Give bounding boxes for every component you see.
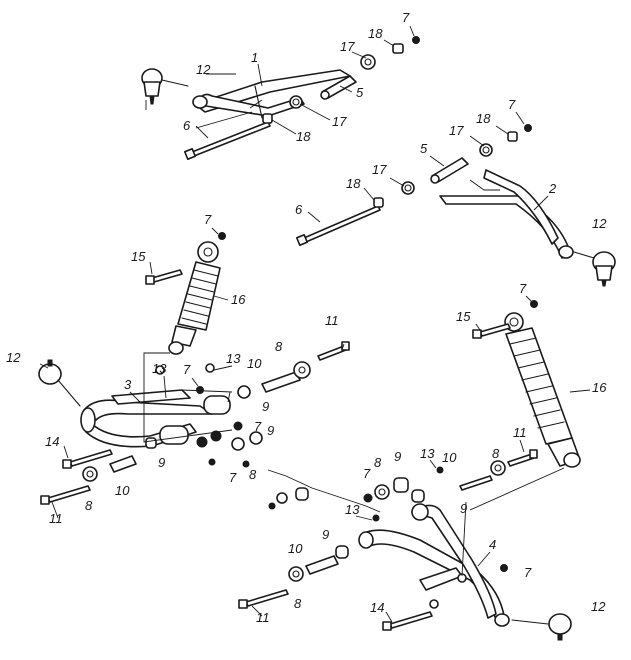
callout-7-f: 7 [254,419,262,434]
callout-labels: 1 2 3 4 5 5 6 6 7 7 7 7 7 7 7 7 7 8 8 8 … [6,10,607,625]
callout-5-b: 5 [420,141,428,156]
callout-17-d: 17 [372,162,387,177]
callout-18-d: 18 [346,176,361,191]
lower-a-arm-4 [358,503,510,627]
callout-8-a: 8 [275,339,283,354]
callout-7-h: 7 [363,466,371,481]
callout-14-a: 14 [45,434,59,449]
callout-17-c: 17 [449,123,464,138]
callout-12-a: 12 [196,62,211,77]
bushing-sleeve-5-right [430,157,469,184]
callout-15-a: 15 [131,249,146,264]
callout-11-b: 11 [513,425,527,440]
bushing-sleeve-5-left [320,75,357,100]
callout-5-a: 5 [356,85,364,100]
callout-7-e: 7 [183,362,191,377]
lower-a-arm-3 [80,363,231,448]
callout-8-c: 8 [85,498,93,513]
callout-10-b: 10 [115,483,130,498]
callout-3: 3 [124,377,132,392]
callout-16-a: 16 [231,292,246,307]
callout-10-a: 10 [247,356,262,371]
ball-joint-12-top-left [141,68,189,105]
shock-absorber-16-right [472,300,581,468]
callout-18-a: 18 [368,26,383,41]
callout-9-c: 9 [267,423,274,438]
callout-13-c: 13 [420,446,435,461]
callout-4: 4 [489,537,496,552]
callout-8-b: 8 [492,446,500,461]
callout-2: 2 [548,181,557,196]
callout-17-a: 17 [340,39,355,54]
callout-13-d: 13 [345,502,360,517]
callout-9-b: 9 [158,455,165,470]
callout-18-c: 18 [476,111,491,126]
callout-8-d: 8 [249,467,257,482]
callout-8-e: 8 [374,455,382,470]
ball-joint-12-top-right [573,251,616,287]
leader-lines [143,73,565,577]
callout-9-d: 9 [394,449,401,464]
callout-11-a: 11 [325,313,339,328]
callout-7-d: 7 [519,281,527,296]
shock-absorber-16-left [145,232,226,355]
callout-16-b: 16 [592,380,607,395]
callout-7-i: 7 [524,565,532,580]
callout-13-b: 13 [226,351,241,366]
callout-12-d: 12 [591,599,606,614]
callout-13-a: 13 [152,361,167,376]
callout-7-a: 7 [402,10,410,25]
callout-7-b: 7 [508,97,516,112]
bushing-17-18-top-right [373,124,532,208]
callout-7-c: 7 [204,212,212,227]
callout-10-d: 10 [288,541,303,556]
callout-1: 1 [251,50,258,65]
bolt-6-top-right [295,205,381,247]
ball-joint-12-lower-left [38,359,81,407]
hardware-lower-left [40,341,350,505]
bushing-17-18-top-left [262,36,420,124]
callout-10-c: 10 [442,450,457,465]
callout-6-a: 6 [183,118,191,133]
callout-8-f: 8 [294,596,302,611]
callout-18-b: 18 [296,129,311,144]
callout-14-b: 14 [370,600,384,615]
upper-a-arm-right [439,169,574,259]
hardware-lower-right [238,449,538,631]
bolt-6-top-left [183,121,271,161]
callout-6-b: 6 [295,202,303,217]
callout-9-a: 9 [262,399,269,414]
callout-9-e: 9 [460,501,467,516]
callout-11-c: 11 [49,511,63,526]
callout-12-c: 12 [6,350,21,365]
callout-7-g: 7 [229,470,237,485]
callout-12-b: 12 [592,216,607,231]
callout-9-f: 9 [322,527,329,542]
callout-leader-ticks [39,25,591,623]
callout-17-b: 17 [332,114,347,129]
ball-joint-12-lower-right [511,613,572,641]
upper-a-arm-left [192,69,351,119]
callout-15-b: 15 [456,309,471,324]
